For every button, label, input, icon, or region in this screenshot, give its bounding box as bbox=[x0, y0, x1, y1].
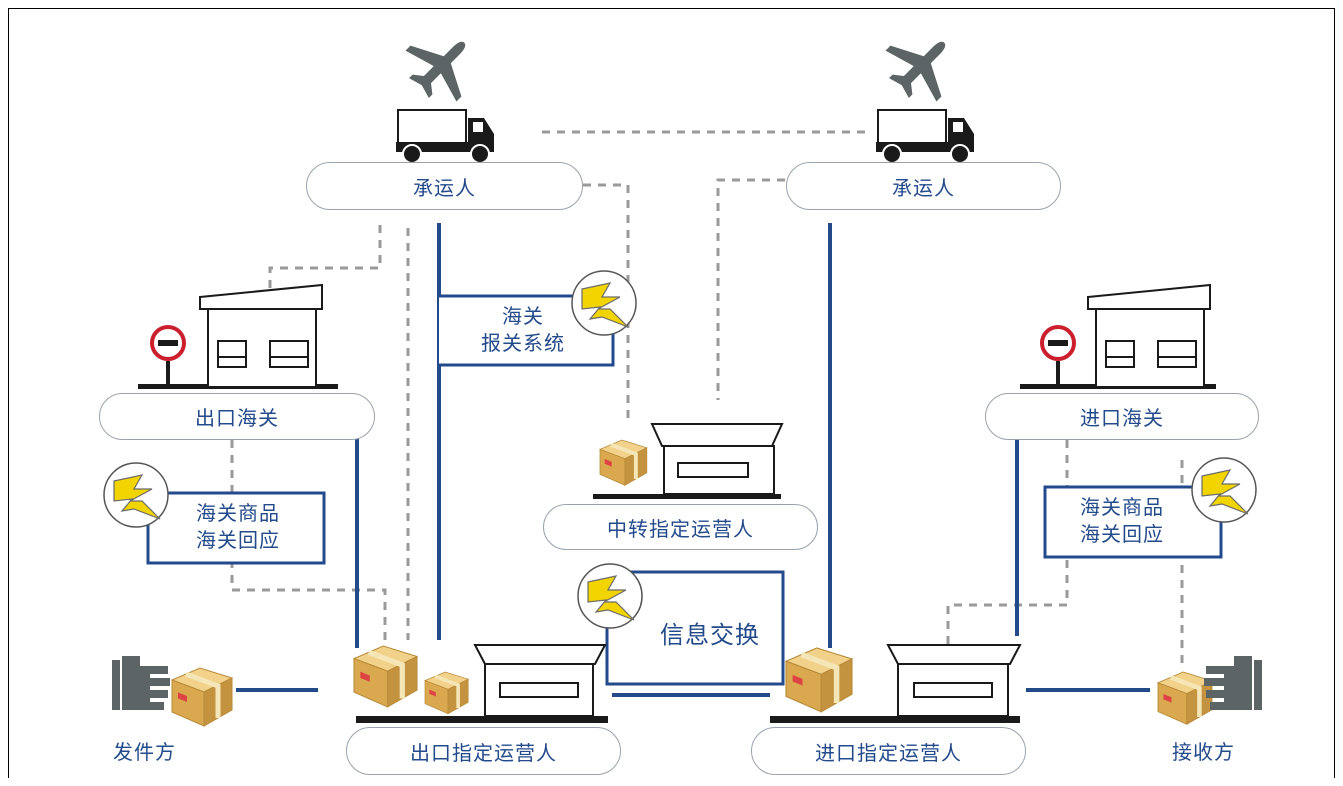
blue-connectors bbox=[236, 223, 1150, 697]
export-messages-text: 海关商品 海关回应 bbox=[160, 500, 316, 554]
diagram-frame bbox=[8, 8, 1335, 778]
lightning-icon bbox=[577, 563, 643, 629]
parcel-icon bbox=[172, 668, 232, 726]
parcel-icon bbox=[354, 646, 417, 707]
customs-building-icon bbox=[199, 284, 323, 388]
sender-label: 发件方 bbox=[113, 740, 176, 764]
import-messages-line1: 海关商品 bbox=[1080, 495, 1164, 519]
info-exchange-label: 信息交换 bbox=[660, 621, 760, 649]
parcel-icon bbox=[598, 438, 649, 488]
carrier-left-label: 承运人 bbox=[306, 162, 583, 210]
transit-operator-label: 中转指定运营人 bbox=[543, 504, 818, 550]
carrier-right-label: 承运人 bbox=[786, 162, 1061, 210]
import-customs-label: 进口海关 bbox=[985, 393, 1259, 440]
stop-sign-icon bbox=[150, 325, 186, 387]
transit-platform bbox=[593, 494, 781, 499]
export-messages-line1: 海关商品 bbox=[196, 501, 280, 525]
import-operator-label: 进口指定运营人 bbox=[751, 727, 1026, 775]
receiver-label: 接收方 bbox=[1172, 740, 1235, 764]
customs-system-line1: 海关 bbox=[502, 304, 544, 328]
customs-system-line2: 报关系统 bbox=[481, 331, 565, 355]
message-boxes bbox=[146, 294, 1223, 686]
truck-icon bbox=[395, 109, 495, 164]
import-operator-platform bbox=[770, 716, 1020, 723]
export-messages-line2: 海关回应 bbox=[196, 528, 280, 552]
import-messages-line2: 海关回应 bbox=[1080, 522, 1164, 546]
customs-system-text: 海关 报关系统 bbox=[448, 303, 598, 357]
lightning-icon bbox=[103, 462, 169, 528]
hand-icon bbox=[1204, 656, 1262, 710]
parcel-icon bbox=[1158, 672, 1212, 724]
warehouse-icon bbox=[473, 644, 607, 717]
export-customs-label: 出口海关 bbox=[99, 393, 375, 440]
import-messages-text: 海关商品 海关回应 bbox=[1056, 494, 1188, 548]
airplane-icon bbox=[393, 17, 490, 114]
hand-icon bbox=[112, 656, 170, 710]
truck-icon bbox=[875, 109, 975, 164]
parcel-icon bbox=[786, 648, 852, 712]
customs-building-icon bbox=[1087, 284, 1211, 388]
parcel-icon bbox=[423, 670, 471, 716]
lightning-icon bbox=[1191, 457, 1257, 523]
airplane-icon bbox=[873, 17, 970, 114]
export-operator-label: 出口指定运营人 bbox=[346, 727, 621, 775]
warehouse-icon bbox=[650, 423, 784, 495]
export-operator-platform bbox=[356, 716, 608, 723]
stop-sign-icon bbox=[1040, 325, 1076, 387]
warehouse-icon bbox=[886, 644, 1022, 717]
